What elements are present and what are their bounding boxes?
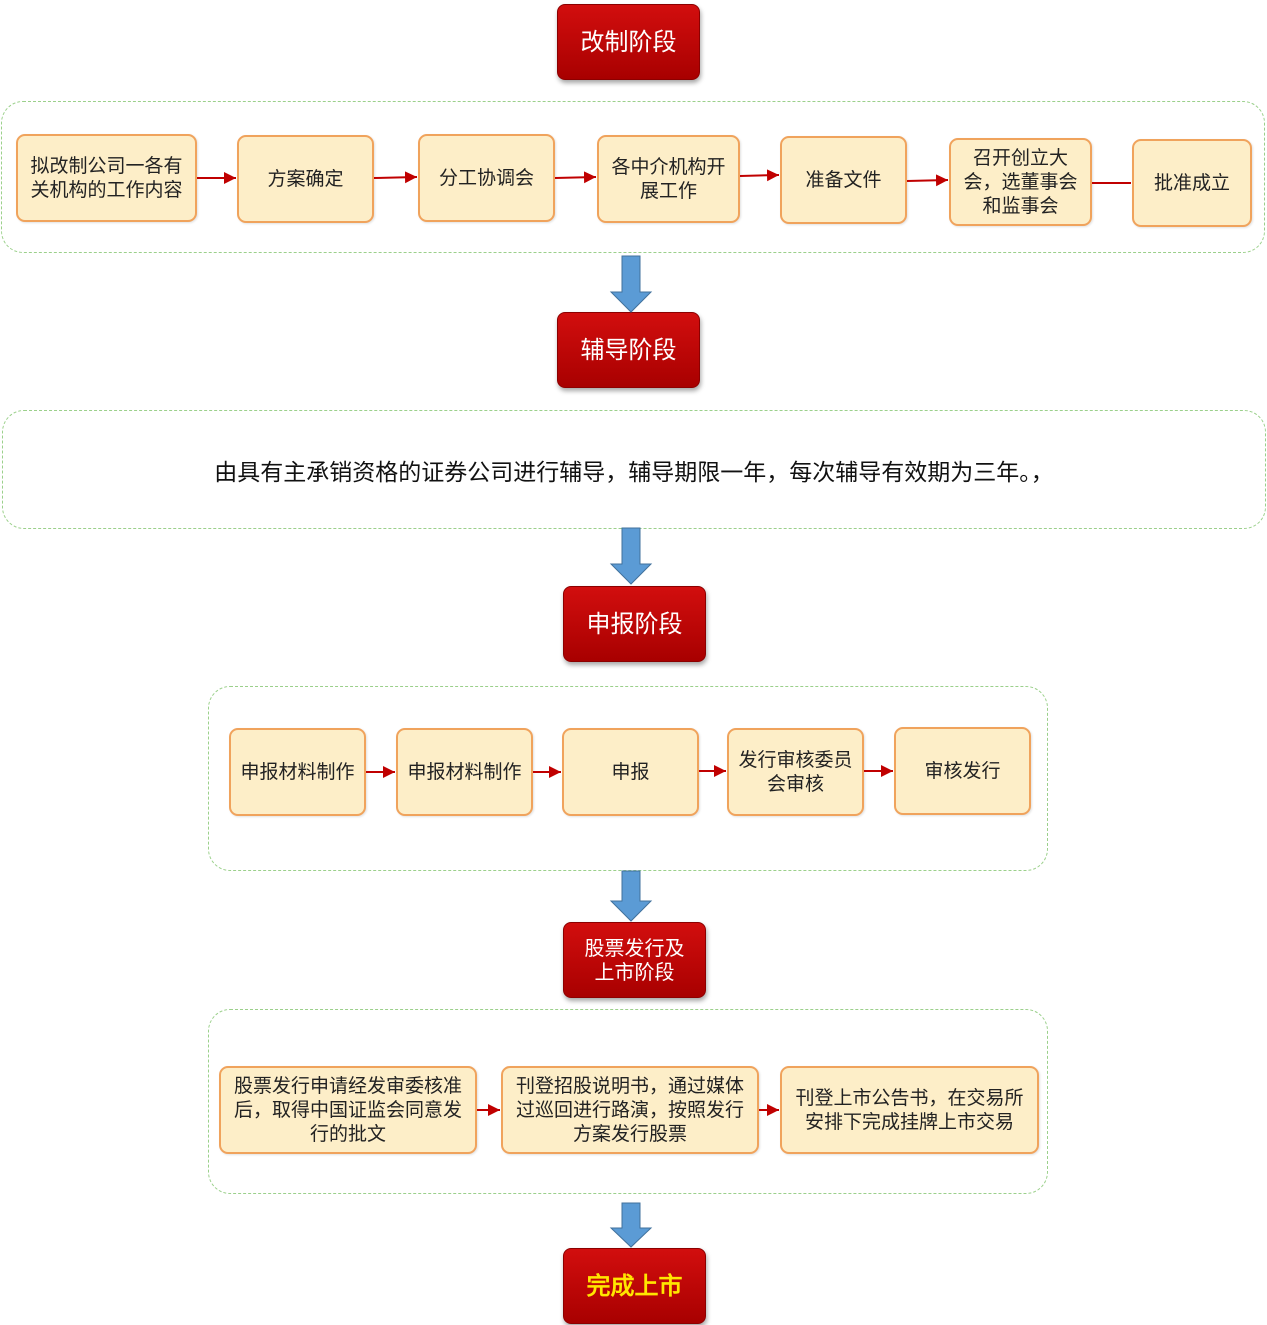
step-restructure-6: 召开创立大会，选董事会和监事会 <box>949 138 1092 226</box>
group-listing <box>208 1009 1048 1194</box>
down-arrow-4 <box>609 1202 653 1248</box>
step-restructure-1: 拟改制公司一各有关机构的工作内容 <box>16 134 197 222</box>
down-arrow-2 <box>609 527 653 585</box>
step-listing-2: 刊登招股说明书，通过媒体过巡回进行路演，按照发行方案发行股票 <box>501 1066 759 1154</box>
stage-guidance: 辅导阶段 <box>557 312 700 388</box>
guidance-note: 由具有主承销资格的证券公司进行辅导，辅导期限一年，每次辅导有效期为三年。， <box>214 459 1054 486</box>
step-filing-4: 发行审核委员会审核 <box>727 728 864 816</box>
step-restructure-7: 批准成立 <box>1132 139 1252 227</box>
stage-listing: 股票发行及 上市阶段 <box>563 922 706 998</box>
step-filing-3: 申报 <box>562 728 699 816</box>
stage-restructure: 改制阶段 <box>557 4 700 80</box>
step-filing-1: 申报材料制作 <box>229 728 366 816</box>
stage-filing: 申报阶段 <box>563 586 706 662</box>
step-restructure-4: 各中介机构开展工作 <box>597 135 740 223</box>
step-listing-1: 股票发行申请经发审委核准后，取得中国证监会同意发行的批文 <box>219 1066 477 1154</box>
step-listing-3: 刊登上市公告书，在交易所安排下完成挂牌上市交易 <box>780 1066 1039 1154</box>
down-arrow-1 <box>609 255 653 313</box>
step-filing-2: 申报材料制作 <box>396 728 533 816</box>
step-restructure-5: 准备文件 <box>780 136 907 224</box>
step-restructure-3: 分工协调会 <box>418 134 555 222</box>
group-guidance: 由具有主承销资格的证券公司进行辅导，辅导期限一年，每次辅导有效期为三年。， <box>2 410 1266 529</box>
group-restructure <box>1 101 1265 253</box>
step-restructure-2: 方案确定 <box>237 135 374 223</box>
step-filing-5: 审核发行 <box>894 727 1031 815</box>
stage-complete: 完成上市 <box>563 1248 706 1324</box>
down-arrow-3 <box>609 870 653 922</box>
